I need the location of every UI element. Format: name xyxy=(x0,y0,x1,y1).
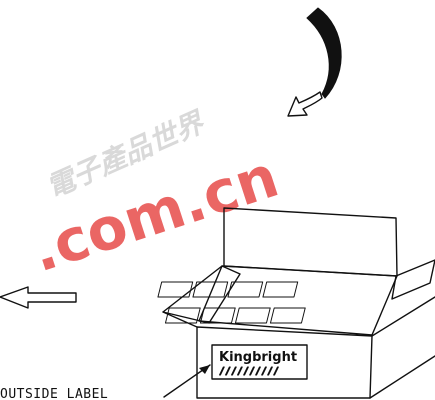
watermark-domain-text: .com.cn xyxy=(23,142,286,285)
shipping-box: Kingbright ////////// xyxy=(157,207,435,399)
callout-arrowhead-icon xyxy=(199,365,210,374)
package-trays xyxy=(157,281,306,324)
curved-rotate-arrow-icon xyxy=(287,7,342,117)
brand-text: Kingbright xyxy=(219,350,297,365)
left-arrow-icon xyxy=(0,286,77,309)
outside-label-text: OUTSIDE LABEL xyxy=(0,387,108,400)
watermark: 電子產品世界 .com.cn xyxy=(23,105,286,285)
label-hatch-text: ////////// xyxy=(219,366,279,377)
outside-label-card: Kingbright ////////// xyxy=(211,344,308,380)
outside-label-callout: OUTSIDE LABEL xyxy=(0,364,211,400)
tray-row-back xyxy=(157,281,299,298)
tray-row-front xyxy=(164,307,306,324)
